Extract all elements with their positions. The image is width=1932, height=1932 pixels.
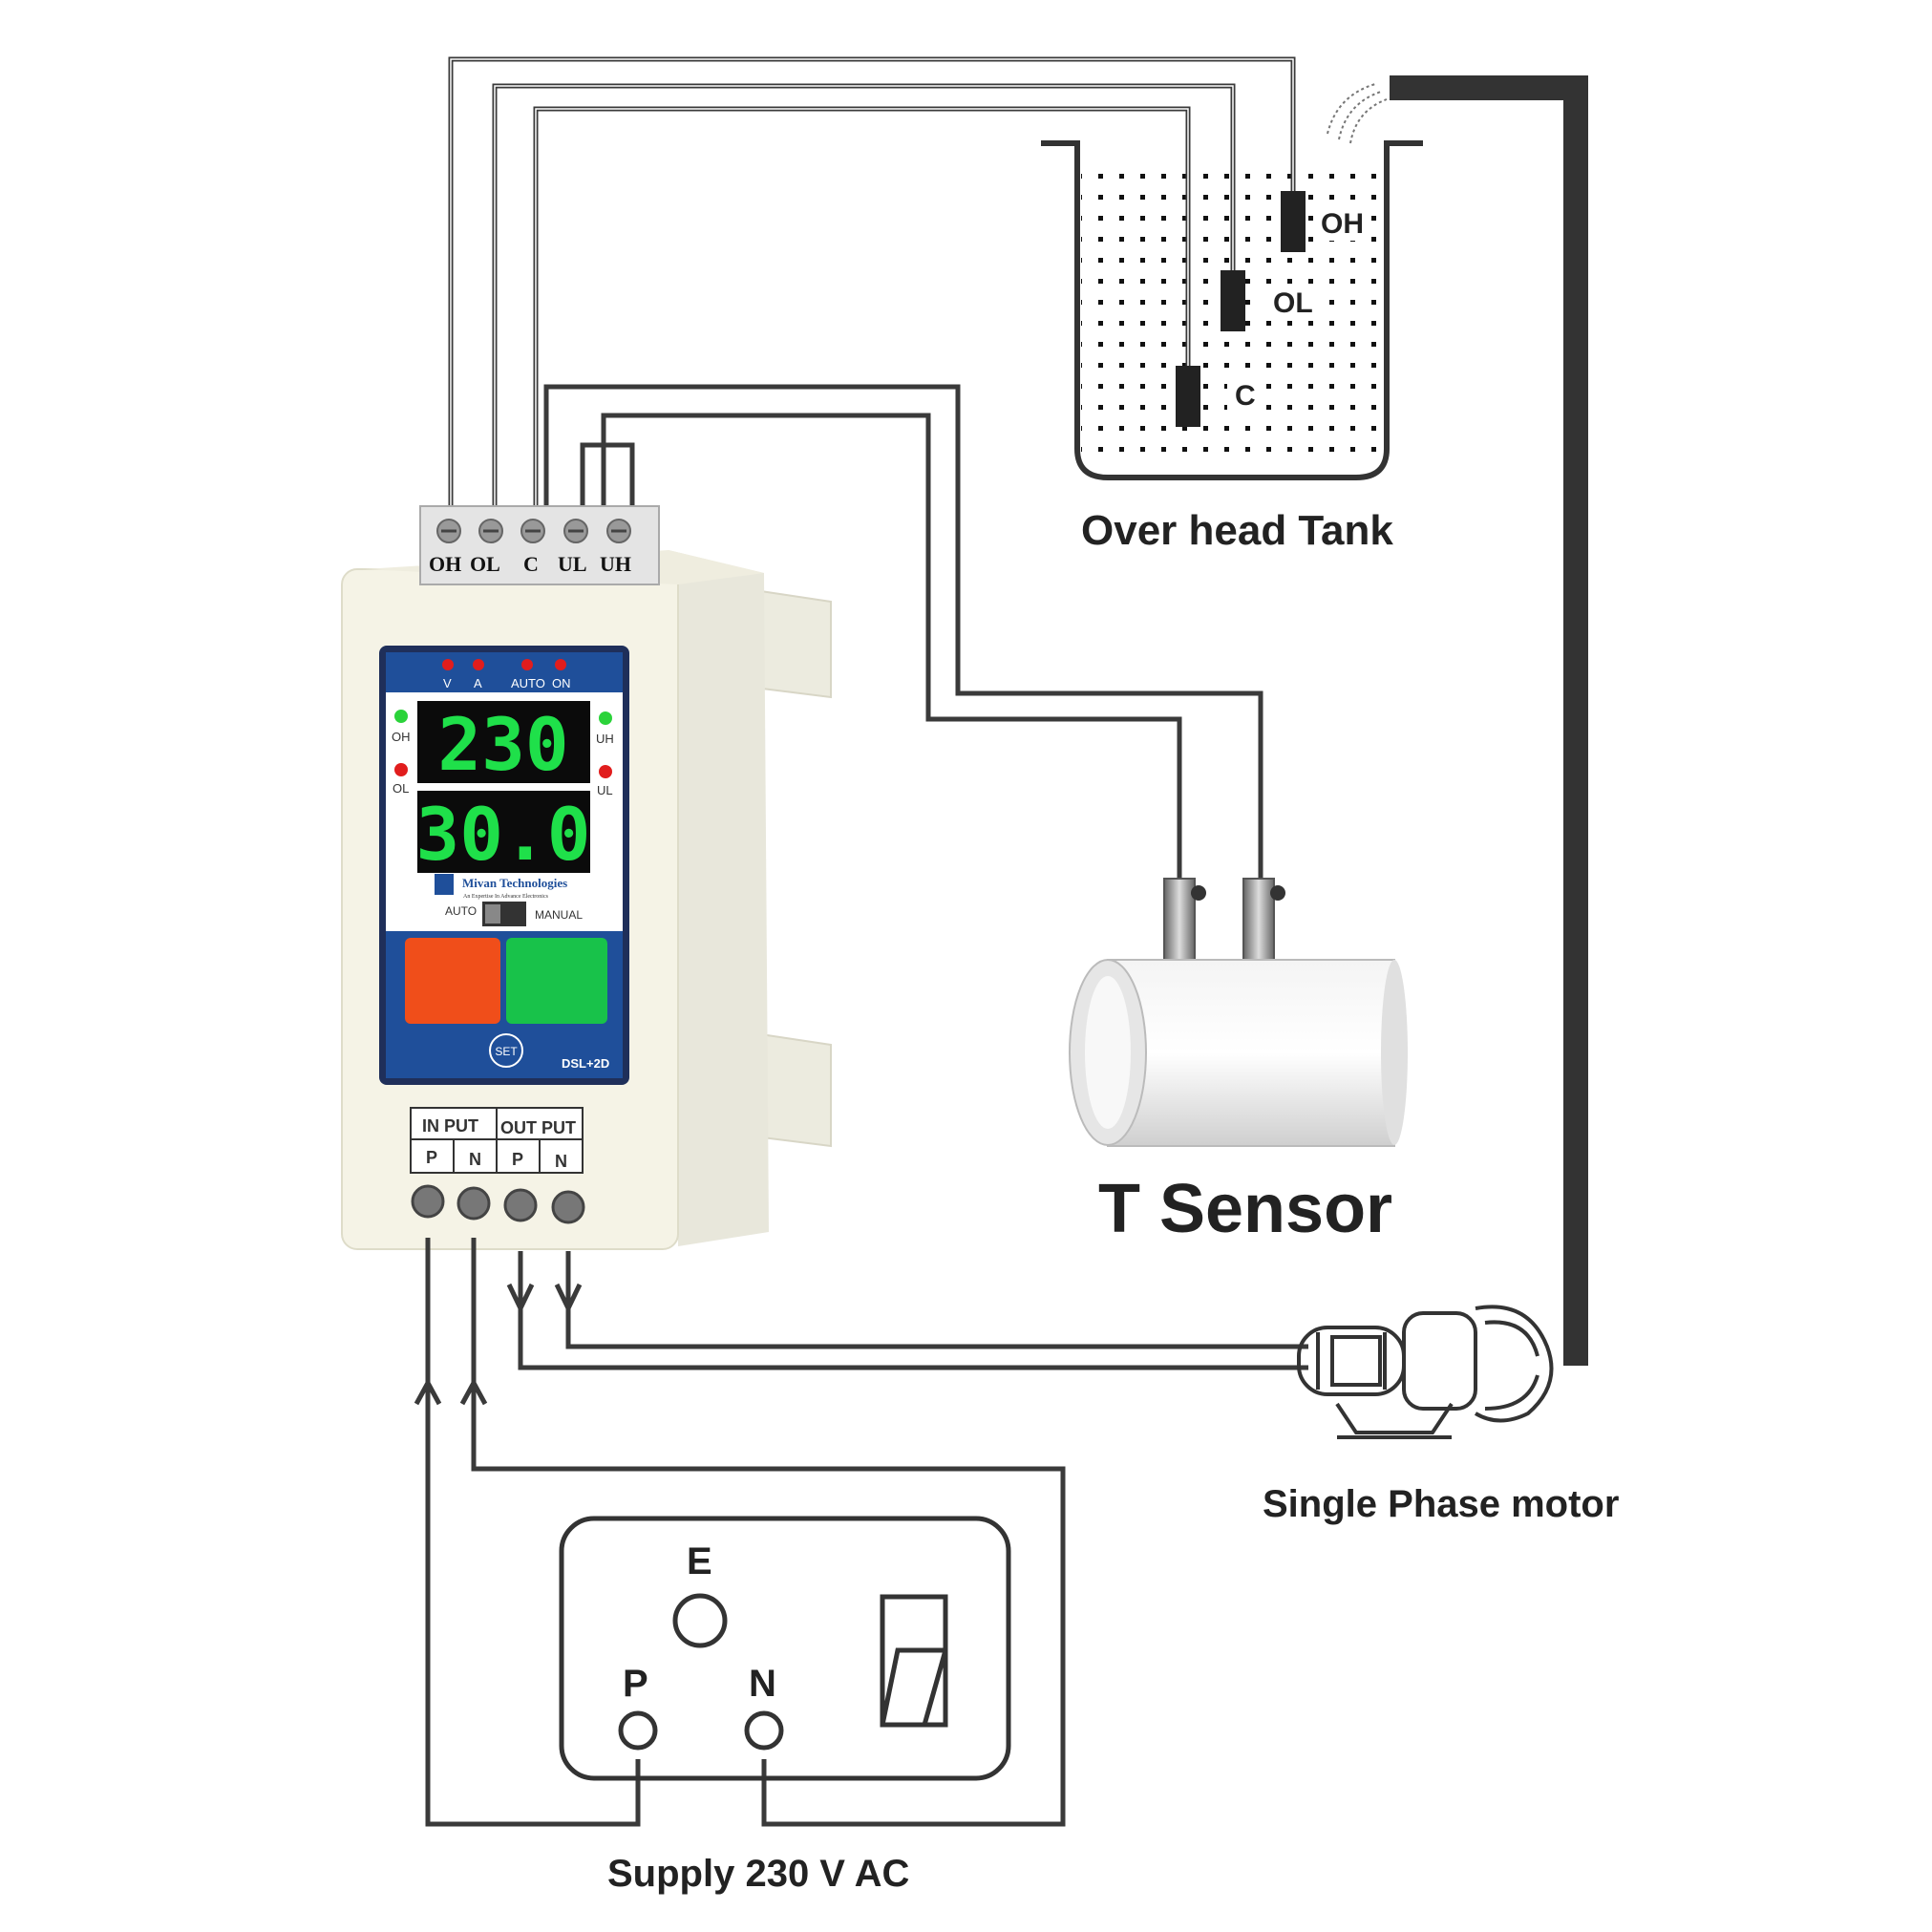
led-label-ol: OL — [393, 781, 409, 796]
input-n: N — [469, 1150, 481, 1169]
terminal-block: OH OL C UL UH — [419, 505, 660, 585]
led-label-a: A — [474, 676, 482, 690]
led-label-oh: OH — [392, 730, 411, 744]
voltage-display — [417, 701, 590, 783]
led-uh — [599, 711, 612, 725]
tank-label: Over head Tank — [1081, 507, 1393, 554]
io-sockets — [411, 1184, 585, 1224]
tank-outline — [1041, 140, 1423, 480]
terminal-oh: OH — [429, 552, 461, 576]
motor-label: Single Phase motor — [1263, 1483, 1619, 1525]
probe-oh — [1281, 191, 1306, 252]
supply-socket: E P N — [559, 1516, 1011, 1781]
output-header: OUT PUT — [500, 1118, 576, 1137]
model-label: DSL+2D — [562, 1056, 609, 1071]
terminal-ol: OL — [470, 552, 500, 576]
socket-label-p: P — [623, 1663, 648, 1705]
brand-name: Mivan Technologies — [462, 876, 567, 890]
led-label-on: ON — [552, 676, 571, 690]
led-oh — [394, 710, 408, 723]
sensor-label: T Sensor — [1098, 1171, 1392, 1247]
output-p: P — [512, 1150, 523, 1169]
current-readout: 30.0 — [415, 792, 590, 877]
mode-auto-label: AUTO — [445, 904, 477, 918]
socket-label-e: E — [687, 1540, 712, 1582]
probe-label-ol: OL — [1273, 287, 1313, 319]
socket-switch — [880, 1594, 948, 1728]
socket-label-n: N — [749, 1663, 776, 1705]
terminal-c: C — [523, 552, 539, 576]
sensor-probe-right — [1242, 878, 1275, 966]
sensor-wires — [543, 384, 1263, 883]
terminal-uh: UH — [600, 552, 631, 576]
motor-icon — [1297, 1305, 1554, 1439]
probe-label-oh: OH — [1321, 208, 1364, 240]
sensor-probe-left — [1163, 878, 1196, 966]
top-indicators: V A AUTO ON — [442, 659, 571, 690]
motor-wires — [506, 1251, 1308, 1370]
stop-button[interactable] — [405, 938, 500, 1024]
led-label-v: V — [443, 676, 452, 690]
led-ol — [394, 763, 408, 776]
t-sensor: T Sensor — [1069, 878, 1408, 1247]
socket-earth — [672, 1593, 728, 1648]
input-header: IN PUT — [422, 1116, 478, 1136]
supply-label: Supply 230 V AC — [607, 1853, 909, 1895]
controller-device: OH OL C UL UH V A AUTO ON OH OL UH UL 23… — [341, 505, 832, 1250]
voltage-readout: 230 — [437, 702, 568, 787]
io-terminal-table: IN PUT OUT PUT P N P N — [410, 1107, 584, 1174]
supply-wires — [414, 1238, 1066, 1827]
input-p: P — [426, 1148, 437, 1167]
led-label-auto: AUTO — [511, 676, 545, 690]
output-n: N — [555, 1152, 567, 1171]
sensor-pipe — [1107, 959, 1395, 1147]
probe-label-c: C — [1235, 380, 1256, 412]
led-label-ul: UL — [597, 783, 613, 797]
socket-phase — [618, 1710, 658, 1751]
motor-line — [1327, 75, 1588, 1366]
brand-logo — [435, 874, 454, 895]
set-label: SET — [495, 1045, 518, 1058]
probe-c — [1176, 366, 1200, 427]
led-label-uh: UH — [596, 732, 614, 746]
led-ul — [599, 765, 612, 778]
probe-ol — [1221, 270, 1245, 331]
socket-neutral — [744, 1710, 784, 1751]
terminal-ul: UL — [558, 552, 587, 576]
start-button[interactable] — [506, 938, 607, 1024]
set-button[interactable] — [489, 1033, 523, 1068]
current-display — [417, 791, 590, 873]
indicator-bar — [386, 652, 623, 692]
mode-manual-label: MANUAL — [535, 908, 583, 922]
brand-tagline: An Expertise In Advance Electronics — [463, 894, 549, 900]
tank-wires — [448, 56, 1296, 535]
